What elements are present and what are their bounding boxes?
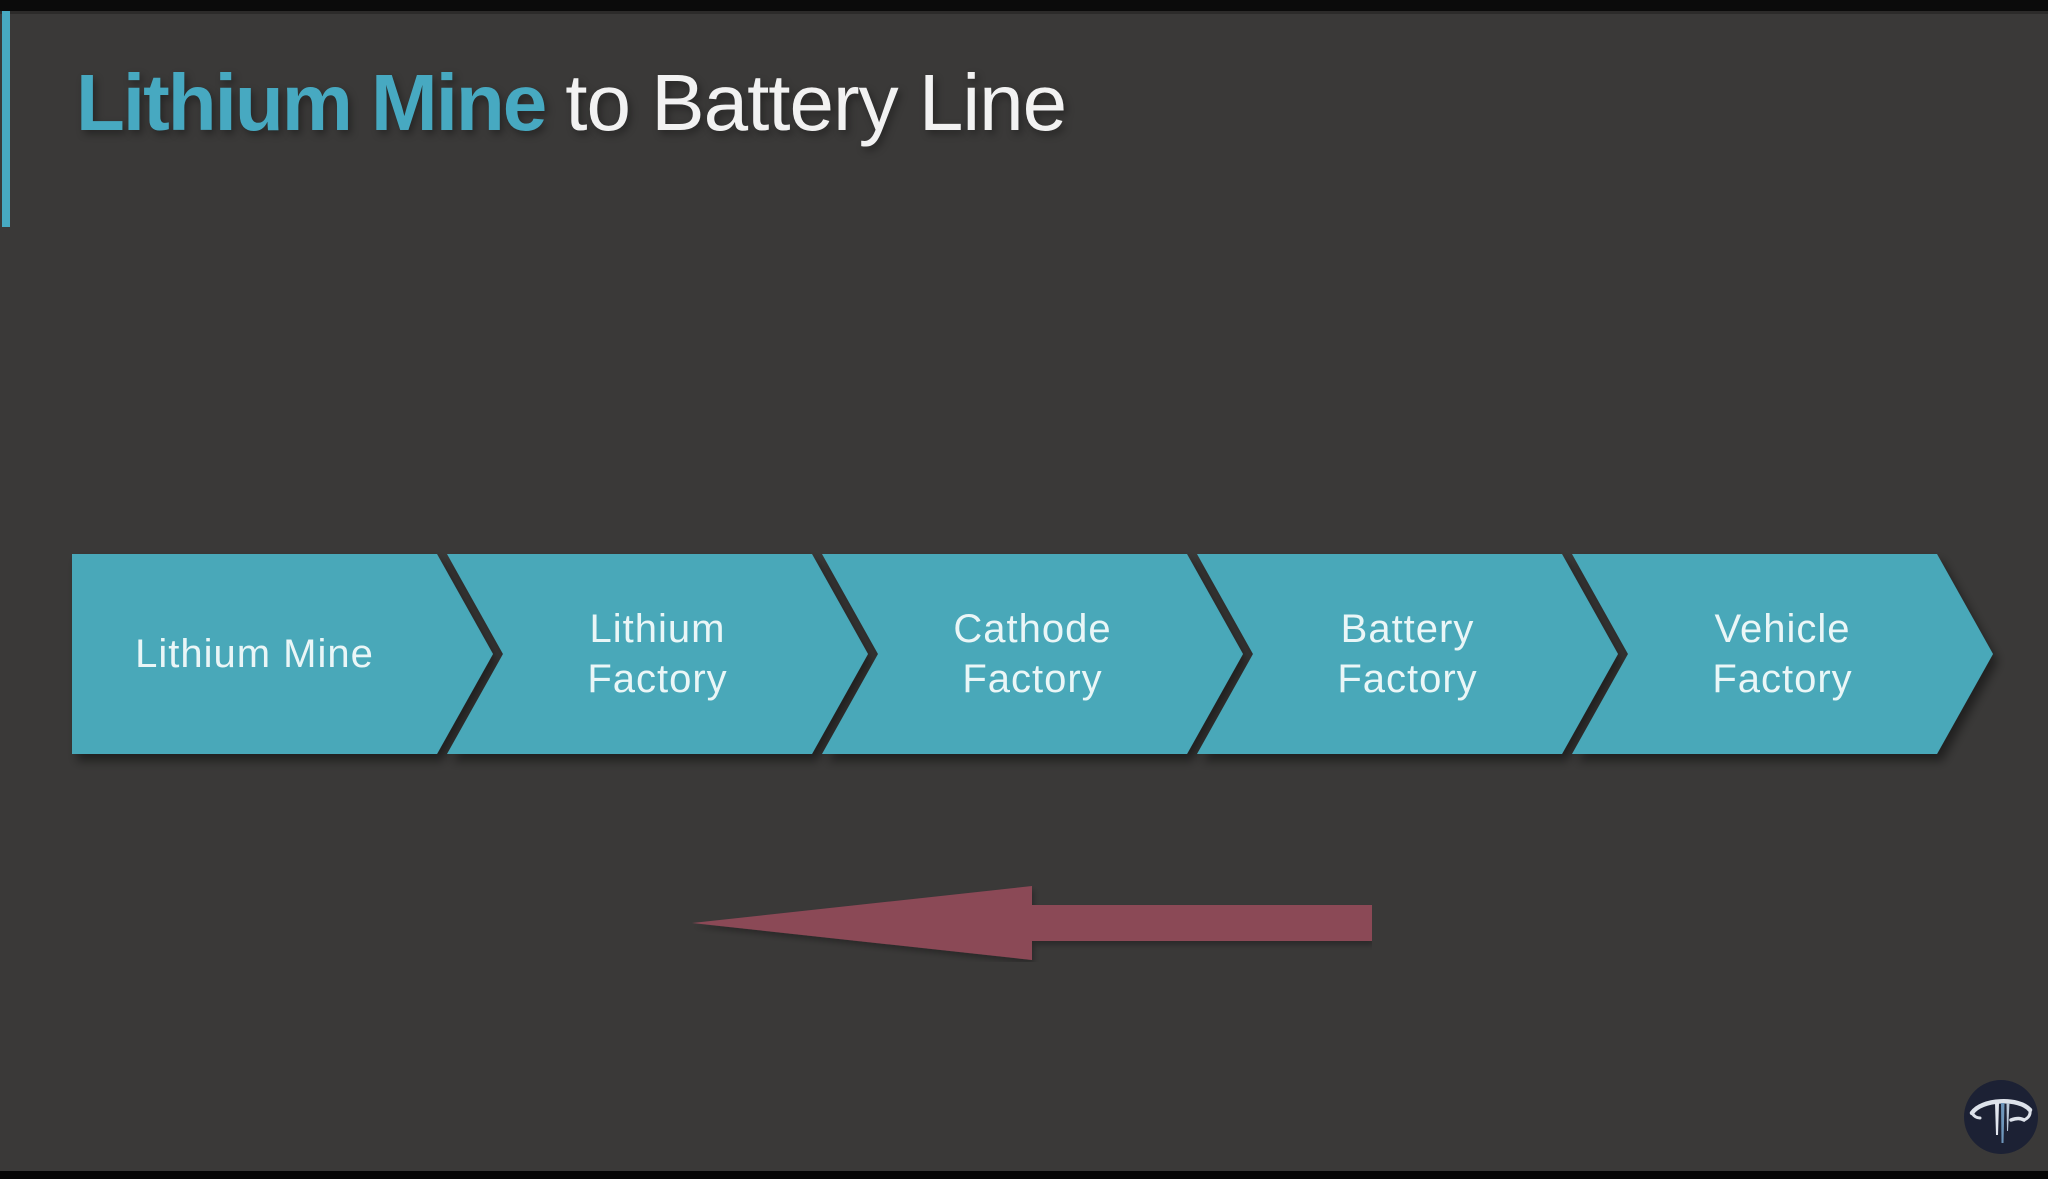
- chevron-shape-4: [1197, 554, 1618, 754]
- flow-step-label: Lithium Mine: [135, 632, 374, 676]
- title-rest: to Battery Line: [565, 58, 1067, 147]
- flow-step-label: Battery: [1340, 607, 1475, 651]
- flow-step-label: Lithium: [589, 607, 726, 651]
- logo-tf-monogram-icon: [1969, 1099, 2033, 1143]
- flow-step-label: Vehicle: [1714, 607, 1851, 651]
- chevron-shape-3: [822, 554, 1243, 754]
- chevron-shape-5: [1572, 554, 1993, 754]
- flow-step-lithium-mine: Lithium Mine: [72, 554, 437, 754]
- flow-step-label: Cathode: [953, 607, 1112, 651]
- logo-circle: [1964, 1080, 2038, 1154]
- chevron-shapes: [72, 554, 1993, 754]
- flow-step-label-line2: Factory: [587, 657, 728, 701]
- reverse-flow-arrow-icon: [692, 886, 1372, 960]
- letterbox-top-bar: [0, 0, 2048, 14]
- flow-step-label-line2: Factory: [1712, 657, 1853, 701]
- flow-step-label-line2: Factory: [1337, 657, 1478, 701]
- flow-step-label-line2: Factory: [962, 657, 1103, 701]
- title-accent-bar: [2, 11, 10, 227]
- channel-logo: [1964, 1080, 2038, 1154]
- letterbox-bottom-bar: [0, 1171, 2048, 1179]
- title-highlight: Lithium Mine: [76, 58, 547, 147]
- chevron-shape-1: [72, 554, 493, 754]
- chevron-shape-2: [447, 554, 868, 754]
